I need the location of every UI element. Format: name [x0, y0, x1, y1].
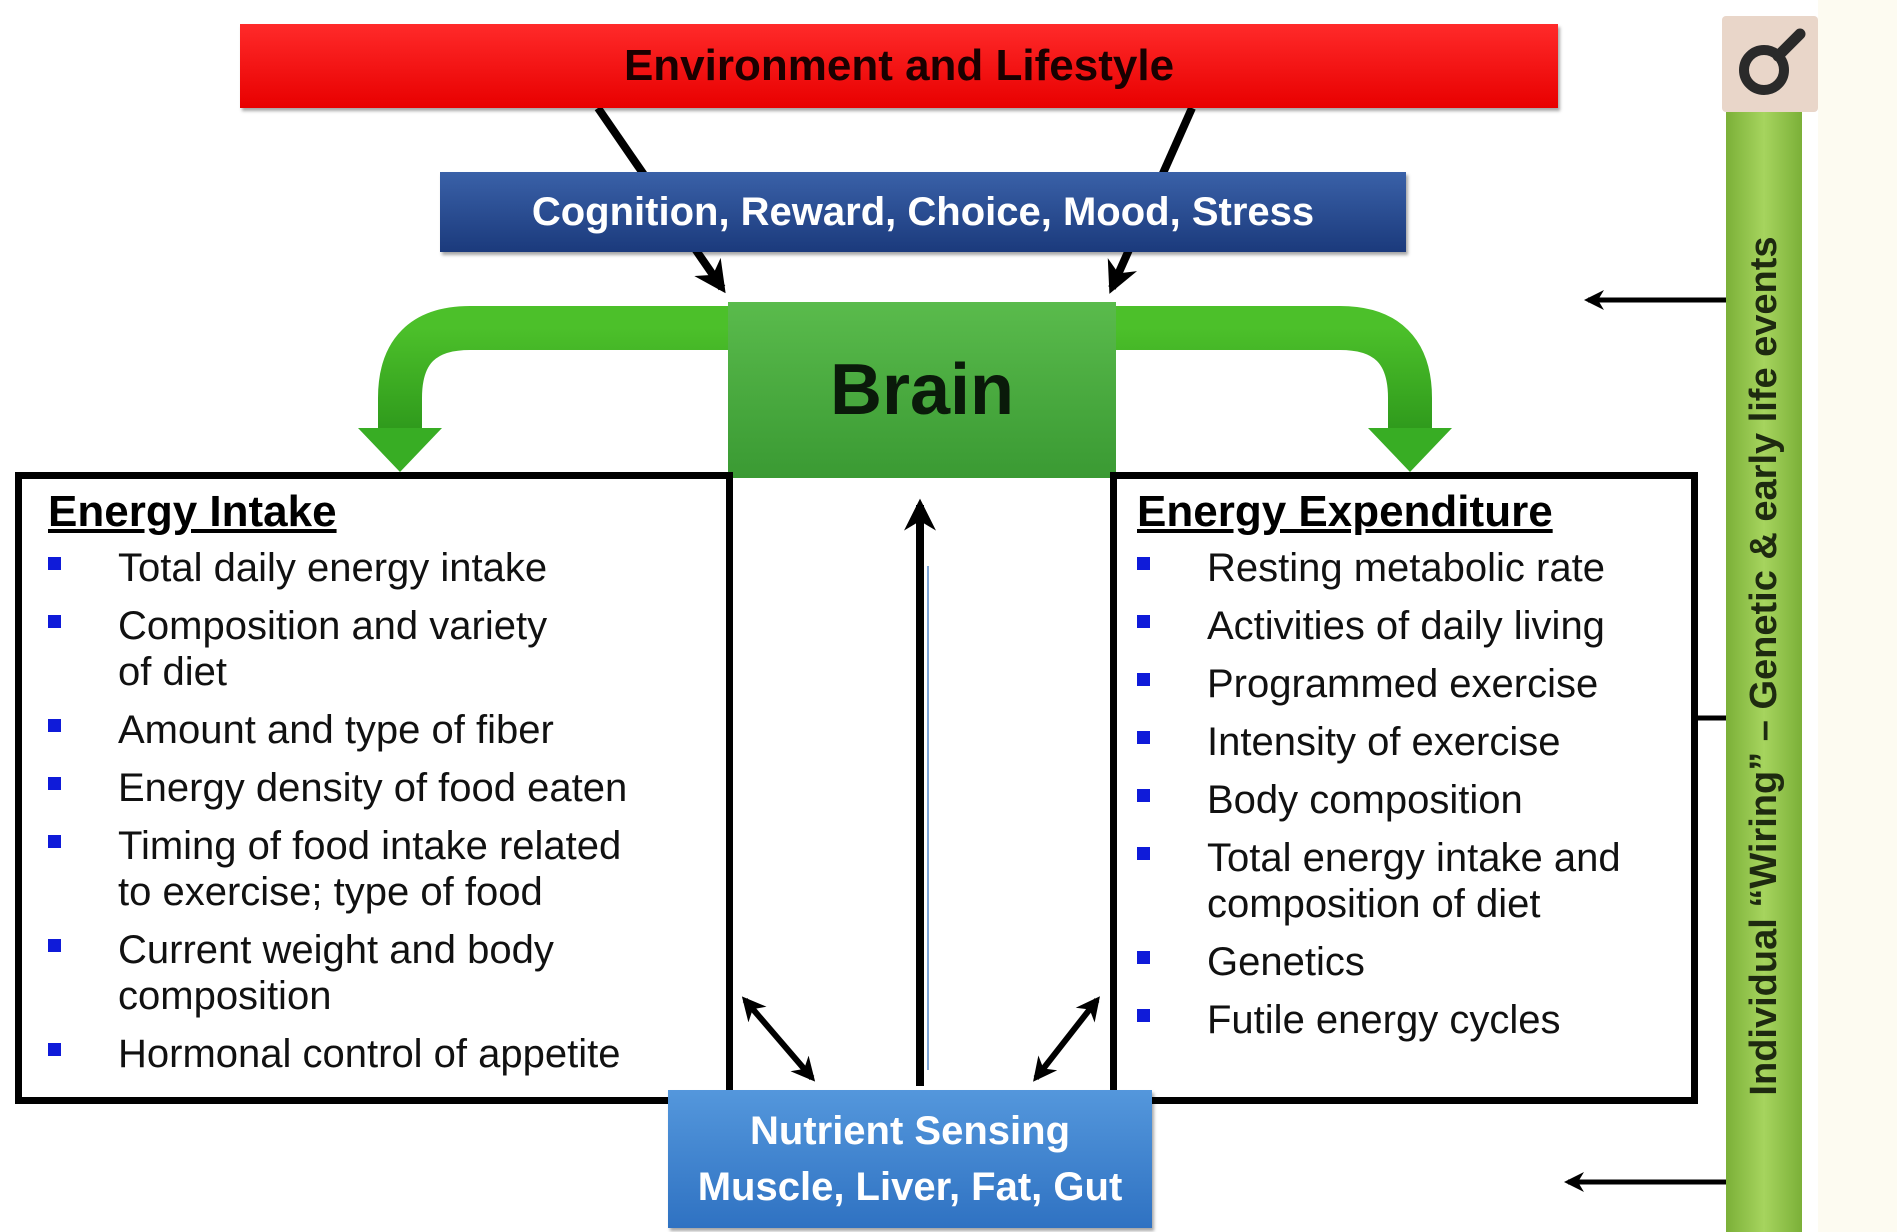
square-bullet-icon [48, 557, 61, 570]
list-item: Total energy intake and composition of d… [1137, 835, 1687, 927]
brain-box: Brain [728, 302, 1116, 478]
list-item: Energy density of food eaten [48, 765, 718, 811]
brain-to-intake-arrow [378, 306, 728, 430]
list-item: Timing of food intake related to exercis… [48, 823, 718, 915]
nutrient-sensing-line1: Nutrient Sensing [749, 1109, 1071, 1153]
square-bullet-icon [48, 719, 61, 732]
square-bullet-icon [48, 615, 61, 628]
square-bullet-icon [1137, 951, 1150, 964]
square-bullet-icon [1137, 615, 1150, 628]
expenditure-nutrient-double-arrow [1033, 996, 1100, 1082]
list-item: Futile energy cycles [1137, 997, 1687, 1043]
wiring-side-label: Individual “Wiring” – Genetic & early li… [1742, 236, 1785, 1096]
brain-to-intake-arrowhead [358, 428, 442, 472]
square-bullet-icon [48, 835, 61, 848]
energy-intake-list: Total daily energy intake Composition an… [48, 545, 718, 1089]
environment-lifestyle-box: Environment and Lifestyle [240, 24, 1558, 108]
list-item: Composition and variety of diet [48, 603, 718, 695]
cognition-box: Cognition, Reward, Choice, Mood, Stress [440, 172, 1406, 252]
square-bullet-icon [1137, 673, 1150, 686]
square-bullet-icon [48, 939, 61, 952]
energy-intake-panel: Energy Intake Total daily energy intake … [15, 472, 733, 1104]
wiring-side-bar [1726, 100, 1802, 1232]
list-item: Total daily energy intake [48, 545, 718, 591]
square-bullet-icon [1137, 789, 1150, 802]
square-bullet-icon [48, 1043, 61, 1056]
list-item: Resting metabolic rate [1137, 545, 1687, 591]
square-bullet-icon [48, 777, 61, 790]
right-margin [1818, 0, 1897, 1232]
list-item: Programmed exercise [1137, 661, 1687, 707]
nutrient-sensing-line2: Muscle, Liver, Fat, Gut [697, 1165, 1123, 1209]
brain-to-expenditure-arrow [1116, 306, 1432, 430]
square-bullet-icon [1137, 847, 1150, 860]
intake-nutrient-double-arrow [741, 996, 816, 1082]
list-item: Genetics [1137, 939, 1687, 985]
energy-expenditure-title: Energy Expenditure [1137, 487, 1553, 536]
list-item: Hormonal control of appetite [48, 1031, 718, 1077]
list-item: Amount and type of fiber [48, 707, 718, 753]
energy-expenditure-panel: Energy Expenditure Resting metabolic rat… [1110, 472, 1698, 1104]
magnifier-icon[interactable] [1722, 16, 1818, 112]
cognition-label: Cognition, Reward, Choice, Mood, Stress [531, 189, 1315, 234]
brain-to-expenditure-arrowhead [1368, 428, 1452, 472]
list-item: Activities of daily living [1137, 603, 1687, 649]
nutrient-sensing-box: Nutrient Sensing Muscle, Liver, Fat, Gut [668, 1090, 1152, 1228]
square-bullet-icon [1137, 557, 1150, 570]
energy-intake-title: Energy Intake [48, 487, 337, 536]
list-item: Intensity of exercise [1137, 719, 1687, 765]
energy-expenditure-list: Resting metabolic rate Activities of dai… [1137, 545, 1687, 1055]
square-bullet-icon [1137, 731, 1150, 744]
square-bullet-icon [1137, 1009, 1150, 1022]
environment-lifestyle-label: Environment and Lifestyle [623, 41, 1175, 90]
list-item: Current weight and body composition [48, 927, 718, 1019]
list-item: Body composition [1137, 777, 1687, 823]
brain-label: Brain [829, 350, 1015, 430]
